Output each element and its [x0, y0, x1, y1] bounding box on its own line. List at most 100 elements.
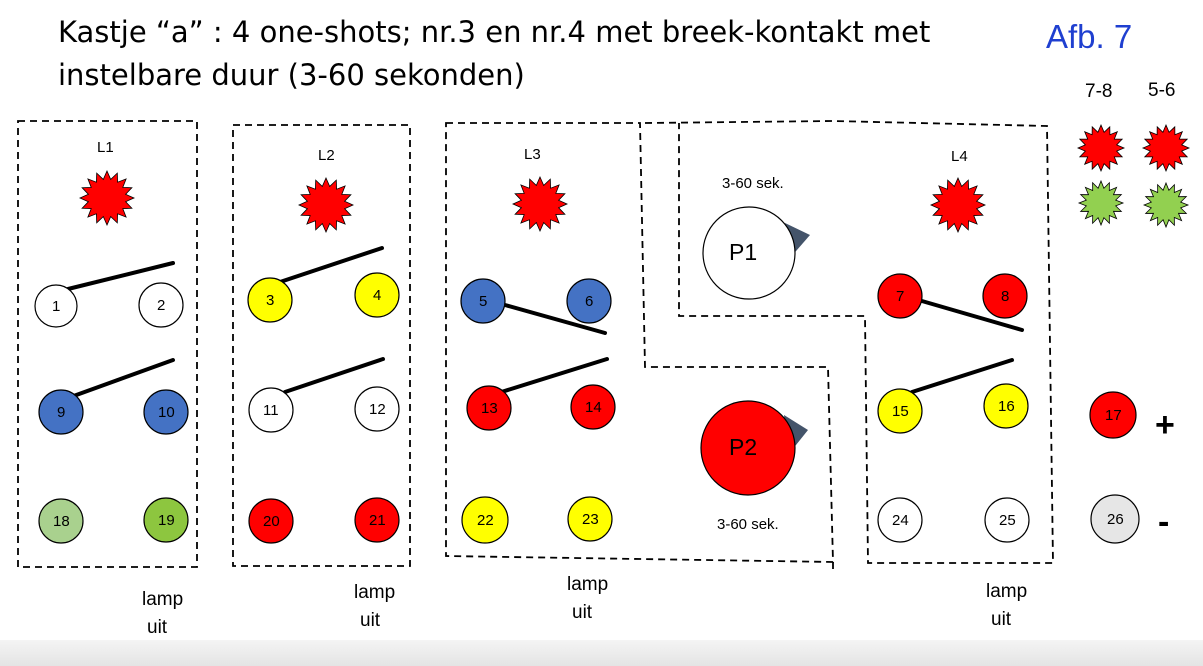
- terminal-circle: [248, 498, 294, 544]
- pump-p1-label: P1: [729, 239, 757, 265]
- terminal-circle: [466, 385, 512, 431]
- lamp-label-l1: L1: [97, 139, 114, 156]
- terminal-circle: [567, 496, 613, 542]
- terminal-number: 8: [1001, 288, 1009, 305]
- figure-label: Afb. 7: [1046, 18, 1132, 55]
- terminal-number: 17: [1105, 407, 1122, 424]
- terminal-9: 9: [38, 389, 84, 435]
- terminal-number: 14: [585, 399, 602, 416]
- terminal-number: 5: [479, 293, 487, 310]
- terminal-circle: [247, 277, 293, 323]
- terminal-5: 5: [460, 278, 506, 324]
- terminal-number: 10: [158, 404, 175, 421]
- lamp-uit-1-line-1: lamp: [142, 589, 183, 610]
- terminal-circle: [34, 284, 78, 328]
- wire-switch-1-2: [66, 261, 175, 291]
- terminal-circle: [877, 273, 923, 319]
- lamp-uit-4-line-1: lamp: [986, 581, 1027, 602]
- minus-sign: -: [1158, 503, 1169, 541]
- terminal-number: 12: [369, 401, 386, 418]
- pump-p1-duration: 3-60 sek.: [722, 175, 784, 192]
- lamp-uit-2-line-2: uit: [360, 610, 381, 631]
- terminal-number: 22: [477, 512, 494, 529]
- terminal-circle: [877, 497, 923, 543]
- terminal-17: 17: [1089, 391, 1137, 439]
- indicator-star-5-6-green: [1142, 181, 1190, 229]
- terminal-circle: [38, 498, 84, 544]
- terminal-number: 15: [892, 403, 909, 420]
- terminal-number: 16: [998, 398, 1015, 415]
- terminal-15: 15: [877, 388, 923, 434]
- legend-header-5-6: 5-6: [1148, 80, 1175, 101]
- terminal-circle: [354, 386, 400, 432]
- terminal-circle: [248, 387, 294, 433]
- terminal-number: 19: [158, 512, 175, 529]
- terminal-4: 4: [354, 272, 400, 318]
- terminal-11: 11: [248, 387, 294, 433]
- terminal-number: 18: [53, 513, 70, 530]
- terminal-21: 21: [354, 497, 400, 543]
- wire-switch-11-12: [283, 357, 385, 394]
- title-line-2: instelbare duur (3-60 sekonden): [58, 58, 525, 92]
- terminal-circle: [354, 272, 400, 318]
- terminal-20: 20: [248, 498, 294, 544]
- terminal-number: 23: [582, 511, 599, 528]
- terminal-number: 1: [52, 298, 60, 315]
- terminal-number: 26: [1107, 511, 1124, 528]
- terminal-number: 24: [892, 512, 909, 529]
- pump-p2-label: P2: [729, 434, 757, 460]
- terminal-number: 20: [263, 513, 280, 530]
- terminal-circle: [982, 273, 1028, 319]
- box-l4-p1: [644, 120, 1054, 564]
- pump-p2-duration: 3-60 sek.: [717, 516, 779, 533]
- terminal-number: 25: [999, 512, 1016, 529]
- pump-p1-body: [702, 206, 796, 300]
- legend-header-7-8: 7-8: [1085, 81, 1112, 102]
- box-l2: [232, 124, 411, 567]
- terminal-circle: [983, 383, 1029, 429]
- lamp-star-l1: [79, 170, 135, 226]
- terminal-16: 16: [983, 383, 1029, 429]
- terminal-circle: [460, 278, 506, 324]
- wire-switch-3-4: [278, 246, 384, 284]
- terminal-circle: [143, 497, 189, 543]
- terminal-23: 23: [567, 496, 613, 542]
- terminal-number: 2: [157, 297, 165, 314]
- lamp-uit-1-line-2: uit: [147, 617, 168, 638]
- terminal-number: 3: [266, 292, 274, 309]
- terminal-circle: [461, 496, 509, 544]
- terminal-14: 14: [570, 384, 616, 430]
- pump-p1: P1 3-60 sek.: [702, 175, 810, 300]
- terminal-3: 3: [247, 277, 293, 323]
- indicator-star-7-8-green: [1077, 179, 1125, 227]
- lamp-uit-4-line-2: uit: [991, 609, 1012, 630]
- terminal-number: 11: [263, 402, 279, 419]
- wire-switch-9-10: [66, 358, 175, 400]
- indicator-star-7-8-red: [1076, 123, 1126, 173]
- terminal-circle: [570, 384, 616, 430]
- terminal-26: 26: [1090, 494, 1140, 544]
- terminal-6: 6: [566, 278, 612, 324]
- indicator-star-5-6-red: [1141, 123, 1191, 173]
- wire-switch-7-8: [913, 297, 1024, 332]
- lamp-uit-3-line-1: lamp: [567, 574, 608, 595]
- terminal-number: 9: [57, 404, 65, 421]
- terminal-10: 10: [143, 389, 189, 435]
- switch-wires: [66, 246, 1024, 400]
- lamp-stars: [79, 123, 1191, 233]
- terminal-circle: [1090, 494, 1140, 544]
- terminal-number: 6: [585, 293, 593, 310]
- terminal-19: 19: [143, 497, 189, 543]
- terminal-18: 18: [38, 498, 84, 544]
- lamp-uit-2-line-1: lamp: [354, 582, 395, 603]
- terminal-circle: [354, 497, 400, 543]
- lamp-uit-3-line-2: uit: [572, 602, 593, 623]
- enclosure-boxes: [17, 120, 1054, 574]
- pump-p2-body: [700, 400, 796, 496]
- wire-switch-5-6: [503, 303, 607, 335]
- wire-switch-13-14: [493, 357, 609, 396]
- wire-switch-15-16: [910, 358, 1014, 394]
- bottom-background-strip: [0, 640, 1203, 666]
- lamp-star-l2: [298, 177, 354, 233]
